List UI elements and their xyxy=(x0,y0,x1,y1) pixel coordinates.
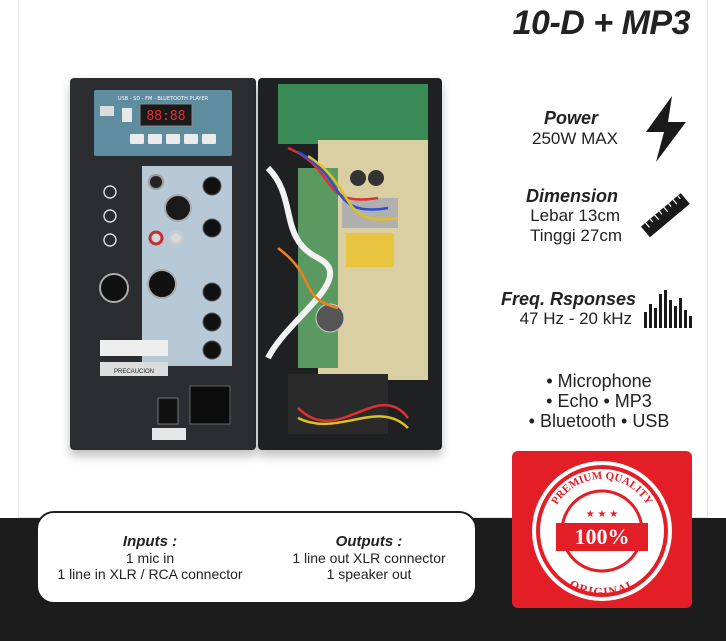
certification-icon xyxy=(103,233,117,247)
feature-line: • Echo • MP3 xyxy=(546,391,652,411)
capacitor xyxy=(315,303,345,333)
feature-line: • Bluetooth • USB xyxy=(528,411,670,431)
circuit-board-graphic xyxy=(265,84,428,434)
inputs-title: Inputs : xyxy=(122,533,178,550)
treble-knob xyxy=(202,340,222,360)
output-item: 1 line out XLR connector xyxy=(292,550,446,566)
svg-text:PRECAUCION: PRECAUCION xyxy=(114,369,154,375)
player-button xyxy=(184,134,198,144)
inputs-section: Inputs : 1 mic in 1 line in XLR / RCA co… xyxy=(38,533,262,582)
line-knob xyxy=(202,282,222,302)
led-display xyxy=(139,103,193,127)
io-info-box: Inputs : 1 mic in 1 line in XLR / RCA co… xyxy=(36,511,477,604)
capacitor xyxy=(350,170,366,186)
made-in-label xyxy=(152,428,186,440)
front-panel-graphic: USB - SD - FM - BLUETOOTH PLAYER 88:88 xyxy=(94,90,232,440)
player-module-label: USB - SD - FM - BLUETOOTH PLAYER xyxy=(118,96,209,102)
premium-quality-badge: PREMIUM QUALITY ORIGINAL ★ ★ ★ 100% xyxy=(532,461,672,601)
echo-knob xyxy=(202,218,222,238)
dimension-width: Lebar 13cm xyxy=(530,206,620,225)
mic-jack xyxy=(148,174,164,190)
input-item: 1 line in XLR / RCA connector xyxy=(57,566,243,582)
premium-badge-panel: PREMIUM QUALITY ORIGINAL ★ ★ ★ 100% xyxy=(512,451,692,608)
lightning-icon xyxy=(646,96,686,162)
warning-label-2 xyxy=(100,362,168,376)
amplifier-circuit-board xyxy=(258,78,442,450)
svg-text:88:88: 88:88 xyxy=(146,109,185,124)
feature-list: • Microphone • Echo • MP3 • Bluetooth • … xyxy=(504,371,694,431)
amplifier-front-panel: USB - SD - FM - BLUETOOTH PLAYER 88:88 xyxy=(70,78,256,450)
usb-port-icon xyxy=(122,108,132,122)
badge-bottom-text: ORIGINAL xyxy=(567,577,637,599)
outputs-title: Outputs : xyxy=(335,533,403,550)
lower-connectors xyxy=(288,374,388,434)
control-plate xyxy=(142,166,232,366)
xlr-out-jack xyxy=(147,269,177,299)
output-item: 1 speaker out xyxy=(326,566,412,582)
dimension-height: Tinggi 27cm xyxy=(530,226,622,245)
badge-ribbon xyxy=(556,523,648,551)
feature-line: • Microphone xyxy=(546,371,652,391)
equalizer-icon xyxy=(644,290,692,328)
speakon-jack xyxy=(99,273,129,303)
power-value: 250W MAX xyxy=(532,129,618,148)
player-button xyxy=(148,134,162,144)
badge-stars: ★ ★ ★ xyxy=(586,509,618,520)
rca-red-jack xyxy=(148,230,164,246)
warning-label xyxy=(100,340,168,356)
sd-slot-icon xyxy=(100,106,114,116)
certification-icon xyxy=(103,209,117,223)
frequency-value: 47 Hz - 20 kHz xyxy=(519,309,632,328)
bluetooth-board xyxy=(278,84,428,144)
product-title: 10-D + MP3 xyxy=(512,4,691,42)
outputs-section: Outputs : 1 line out XLR connector 1 spe… xyxy=(262,533,476,582)
power-switch-icon xyxy=(157,397,179,425)
player-button xyxy=(130,134,144,144)
dimension-label: Dimension xyxy=(525,186,618,206)
certification-icon xyxy=(103,185,117,199)
bass-knob xyxy=(202,312,222,332)
power-label: Power xyxy=(543,108,598,128)
mic-knob xyxy=(202,176,222,196)
xlr-combo-jack xyxy=(164,194,192,222)
player-button xyxy=(166,134,180,144)
rca-white-jack xyxy=(168,230,184,246)
ruler-icon xyxy=(640,193,690,238)
transformer xyxy=(346,233,394,267)
input-item: 1 mic in xyxy=(125,550,175,566)
frequency-label: Freq. Rsponses xyxy=(500,289,636,309)
badge-percent: 100% xyxy=(575,524,630,549)
player-button xyxy=(202,134,216,144)
heatsink xyxy=(342,198,398,228)
capacitor xyxy=(368,170,384,186)
ac-socket xyxy=(189,385,231,425)
